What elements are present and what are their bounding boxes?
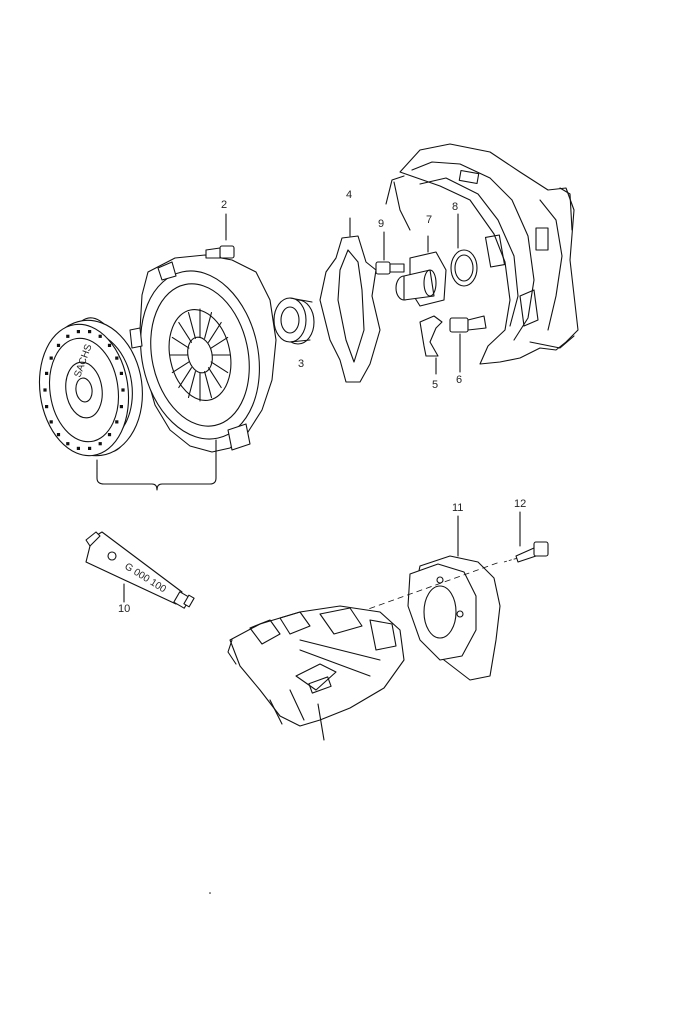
part-label-7: 7 bbox=[426, 214, 432, 226]
engine-block-icon bbox=[227, 605, 405, 741]
part-label-8: 8 bbox=[452, 201, 458, 213]
diaphragm-finger bbox=[207, 367, 222, 389]
grease-tube-icon: G 000 100 bbox=[85, 531, 195, 609]
disc-rivet bbox=[66, 442, 70, 446]
part-label-12: 12 bbox=[514, 498, 526, 510]
clip-part-5 bbox=[419, 315, 443, 375]
diaphragm-finger bbox=[178, 321, 193, 343]
gasket-icon bbox=[319, 217, 381, 383]
diaphragm-finger bbox=[187, 371, 196, 399]
bolt-part-2 bbox=[205, 213, 235, 259]
disc-rivet bbox=[76, 446, 80, 450]
disc-rivet bbox=[88, 330, 92, 334]
disc-rivet bbox=[49, 356, 53, 360]
diaphragm-finger bbox=[171, 361, 190, 374]
disc-rivet bbox=[98, 442, 102, 446]
diaphragm-finger bbox=[210, 361, 229, 374]
seal-ring-icon bbox=[450, 213, 478, 287]
disc-rivet bbox=[119, 405, 123, 409]
disc-rivet bbox=[88, 446, 92, 450]
diaphragm-finger bbox=[210, 336, 229, 349]
disc-rivet bbox=[45, 405, 49, 409]
assembly-bracket bbox=[96, 439, 217, 491]
part-label-3: 3 bbox=[298, 358, 304, 370]
disc-rivet bbox=[56, 343, 61, 347]
diaphragm-finger bbox=[204, 371, 213, 399]
diaphragm-finger bbox=[204, 311, 213, 339]
disc-rivet bbox=[49, 420, 53, 424]
disc-rivet bbox=[115, 420, 119, 424]
disc-rivet bbox=[119, 371, 123, 375]
part-label-5: 5 bbox=[432, 379, 438, 391]
disc-rivet bbox=[56, 433, 61, 437]
diaphragm-finger bbox=[171, 336, 190, 349]
disc-rivet bbox=[43, 388, 47, 392]
alignment-line bbox=[359, 561, 501, 613]
part-label-10: 10 bbox=[118, 603, 130, 615]
disc-rivet bbox=[107, 433, 112, 437]
stray-dot bbox=[209, 892, 211, 894]
diaphragm-finger bbox=[207, 321, 222, 343]
bolt-part-9 bbox=[375, 231, 405, 275]
diaphragm-finger bbox=[187, 311, 196, 339]
engine-cover-icon bbox=[407, 515, 501, 681]
disc-rivet bbox=[107, 343, 112, 347]
disc-rivet bbox=[76, 330, 80, 334]
part-label-4: 4 bbox=[346, 189, 352, 201]
clutch-disc-icon: SACHS bbox=[38, 317, 143, 457]
part-label-11: 11 bbox=[452, 502, 463, 514]
diaphragm-finger bbox=[178, 367, 193, 389]
disc-rivet bbox=[115, 356, 119, 360]
disc-rivet bbox=[66, 334, 70, 338]
disc-rivet bbox=[45, 371, 49, 375]
pivot-bolt-part-6 bbox=[449, 315, 487, 373]
part-label-2: 2 bbox=[221, 199, 227, 211]
guide-sleeve-icon bbox=[395, 235, 447, 307]
bolt-part-12 bbox=[503, 511, 549, 563]
disc-rivet bbox=[121, 388, 125, 392]
disc-rivet bbox=[98, 334, 102, 338]
part-label-9: 9 bbox=[378, 218, 384, 230]
gearbox-housing-icon bbox=[385, 143, 579, 365]
part-label-6: 6 bbox=[456, 374, 462, 386]
pressure-plate-icon bbox=[129, 254, 277, 453]
release-bearing-icon bbox=[273, 297, 315, 345]
